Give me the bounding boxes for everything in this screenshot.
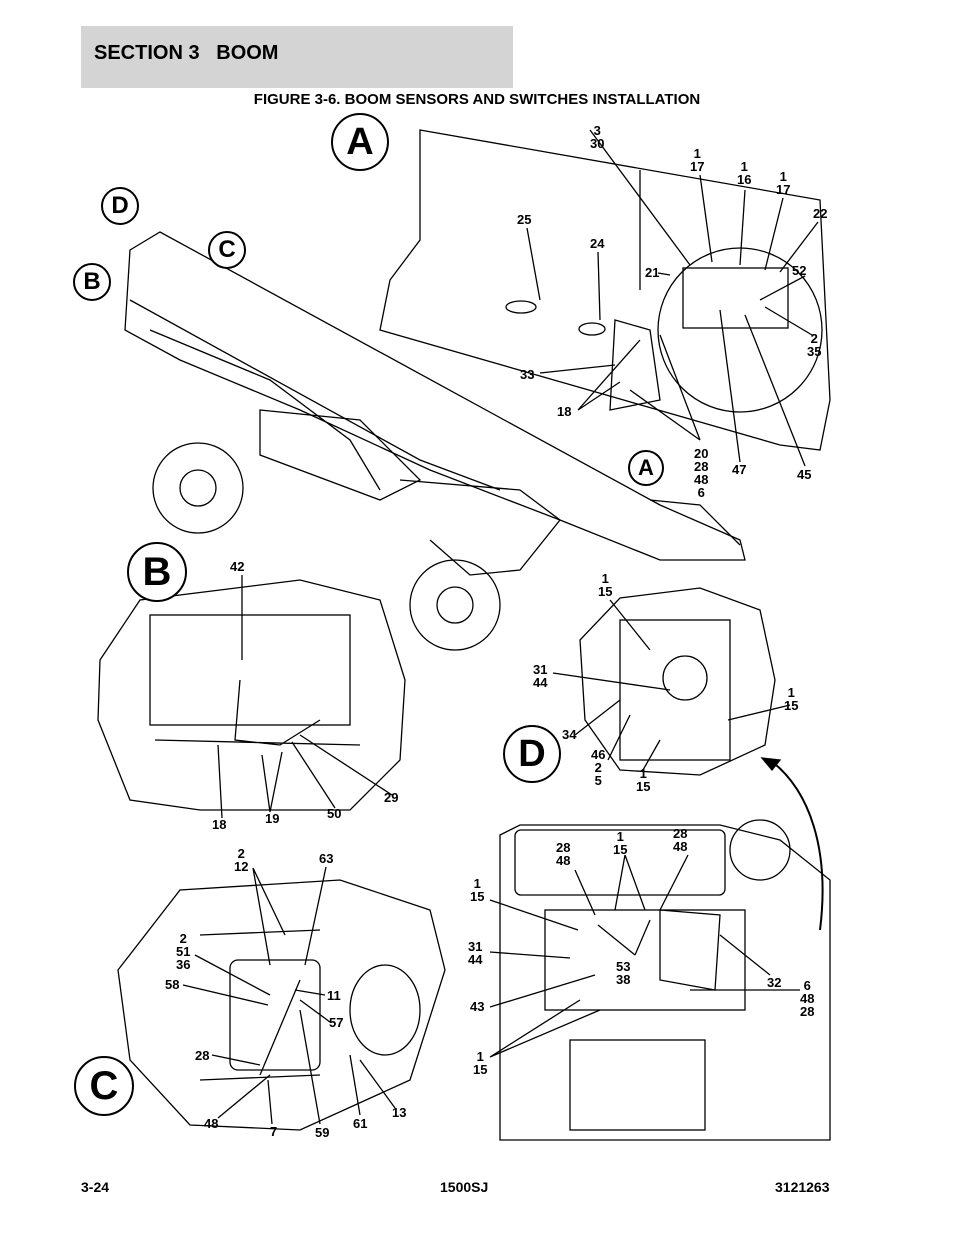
part-callout: 28 48 <box>673 826 688 854</box>
detail-valve-drawing <box>489 819 831 1141</box>
part-callout: 43 <box>470 999 485 1014</box>
part-callout: 48 <box>204 1116 219 1131</box>
footer-page-number: 3-24 <box>81 1179 110 1195</box>
part-callout: 25 <box>517 212 532 227</box>
section-header: SECTION 3 BOOM <box>81 26 513 88</box>
part-callout: 2 12 <box>234 846 249 874</box>
part-callout: 31 44 <box>533 662 548 690</box>
part-callout: 1 15 <box>598 571 613 599</box>
detail-c-drawing <box>117 866 446 1131</box>
part-callout: 28 <box>195 1048 210 1063</box>
part-callout: 34 <box>562 727 577 742</box>
part-callout: 19 <box>265 811 280 826</box>
part-callout: 61 <box>353 1116 368 1131</box>
part-callout: 2 35 <box>807 331 822 359</box>
part-callout: 1 17 <box>690 146 705 174</box>
part-callout: 1 15 <box>784 685 799 713</box>
part-callout: 46 2 5 <box>591 747 606 788</box>
part-callout: 18 <box>212 817 227 832</box>
part-callout: 58 <box>165 977 180 992</box>
detail-callout-circle: C <box>74 1056 134 1116</box>
part-callout: 57 <box>329 1015 344 1030</box>
part-callout: 32 <box>767 975 782 990</box>
detail-d-drawing <box>552 587 824 931</box>
figure-title: FIGURE 3-6. BOOM SENSORS AND SWITCHES IN… <box>253 91 701 108</box>
part-callout: 13 <box>392 1105 407 1120</box>
part-callout: 59 <box>315 1125 330 1140</box>
part-callout: 20 28 48 6 <box>694 446 709 500</box>
part-callout: 33 <box>520 367 535 382</box>
detail-callout-circle: A <box>628 450 664 486</box>
detail-callout-circle: D <box>503 725 561 783</box>
part-callout: 21 <box>645 265 660 280</box>
part-callout: 1 15 <box>473 1049 488 1077</box>
part-callout: 18 <box>557 404 572 419</box>
footer-doc-number: 3121263 <box>775 1179 830 1195</box>
part-callout: 1 17 <box>776 169 791 197</box>
part-callout: 7 <box>270 1124 278 1139</box>
section-title: SECTION 3 BOOM <box>94 42 279 64</box>
detail-b-drawing <box>97 575 406 819</box>
part-callout: 53 38 <box>616 959 631 987</box>
part-callout: 1 15 <box>636 766 651 794</box>
part-callout: 45 <box>797 467 812 482</box>
part-callout: 31 44 <box>468 939 483 967</box>
part-callout: 3 30 <box>590 123 605 151</box>
part-callout: 24 <box>590 236 605 251</box>
detail-callout-circle: A <box>331 113 389 171</box>
part-callout: 22 <box>813 206 828 221</box>
part-callout: 2 51 36 <box>176 931 191 972</box>
footer-model: 1500SJ <box>440 1179 489 1195</box>
part-callout: 50 <box>327 806 342 821</box>
part-callout: 29 <box>384 790 399 805</box>
detail-callout-circle: B <box>73 263 111 301</box>
part-callout: 47 <box>732 462 747 477</box>
detail-callout-circle: B <box>127 542 187 602</box>
part-callout: 42 <box>230 559 245 574</box>
part-callout: 1 15 <box>470 876 485 904</box>
part-callout: 63 <box>319 851 334 866</box>
detail-callout-circle: C <box>208 231 246 269</box>
detail-a-drawing <box>379 129 831 467</box>
boom-assembly-drawing <box>124 231 746 651</box>
part-callout: 1 15 <box>613 829 628 857</box>
detail-callout-circle: D <box>101 187 139 225</box>
part-callout: 6 48 28 <box>800 978 815 1019</box>
part-callout: 28 48 <box>556 840 571 868</box>
part-callout: 11 <box>327 988 341 1003</box>
part-callout: 52 <box>792 263 807 278</box>
part-callout: 1 16 <box>737 159 752 187</box>
